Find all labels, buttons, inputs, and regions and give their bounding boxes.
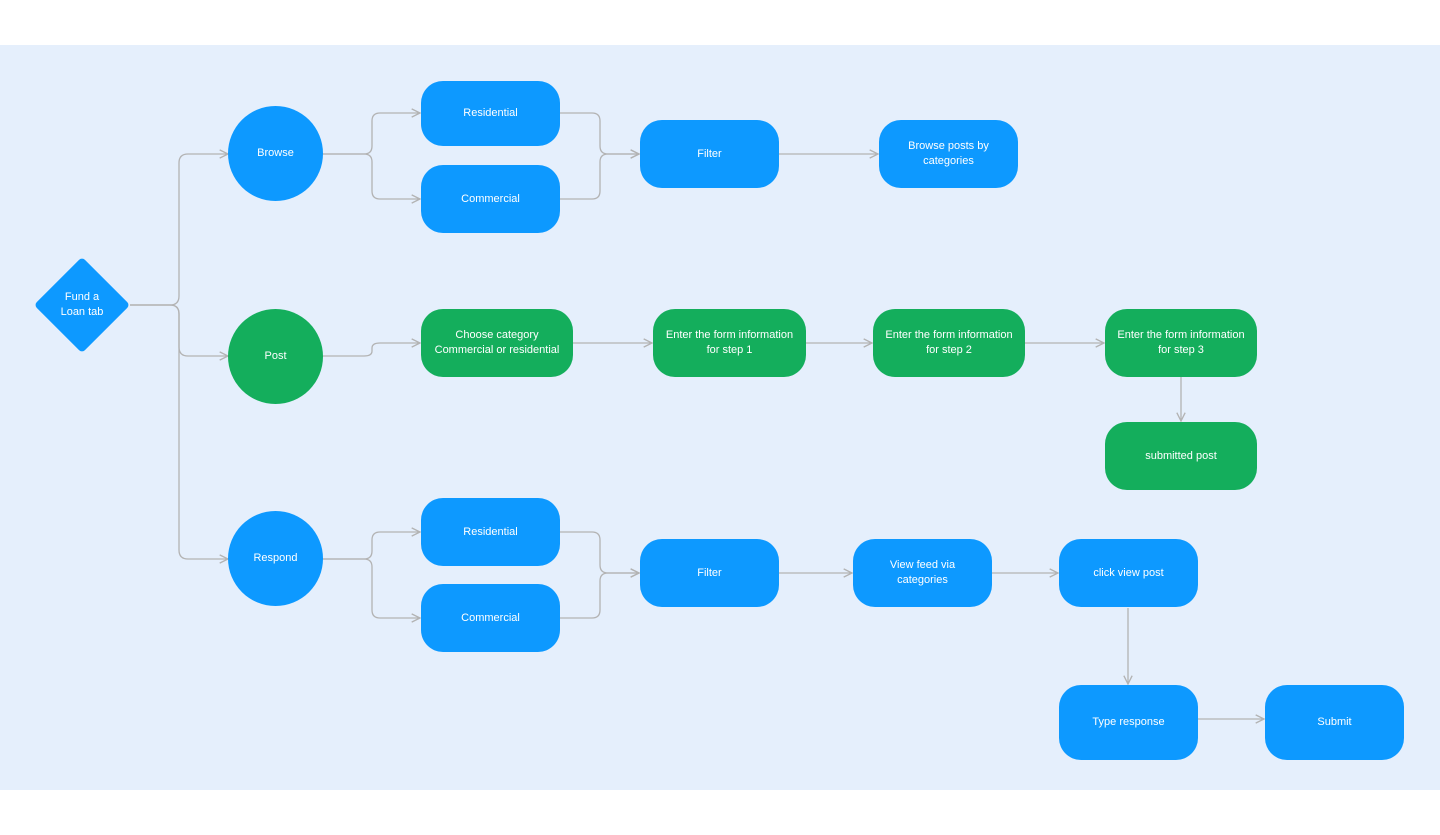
respond-filter-label: Filter bbox=[697, 566, 722, 579]
browse-commercial-label: Commercial bbox=[461, 192, 520, 205]
submitted-post-label: submitted post bbox=[1145, 449, 1217, 462]
connector-post-choose bbox=[322, 343, 420, 357]
respond-residential-node[interactable]: Residential bbox=[421, 498, 560, 566]
connector-respond-commercial bbox=[322, 558, 420, 618]
type-response-node[interactable]: Type response bbox=[1059, 685, 1198, 760]
flow-canvas: Fund a Loan tab Browse Post Respond Resi… bbox=[0, 45, 1440, 790]
respond-label: Respond bbox=[253, 552, 298, 564]
step3-label: Enter the form information for step 3 bbox=[1117, 329, 1245, 356]
connector-commercial-filter-2 bbox=[560, 573, 639, 619]
submit-node[interactable]: Submit bbox=[1265, 685, 1404, 760]
click-view-post-label: click view post bbox=[1093, 566, 1164, 579]
fund-loan-tab-node[interactable]: Fund a Loan tab bbox=[33, 256, 131, 354]
browse-node[interactable]: Browse bbox=[228, 106, 323, 201]
step2-label: Enter the form information for step 2 bbox=[885, 329, 1013, 356]
step1-label: Enter the form information for step 1 bbox=[665, 329, 794, 356]
type-response-label: Type response bbox=[1092, 716, 1165, 728]
respond-commercial-label: Commercial bbox=[461, 611, 520, 624]
respond-residential-label: Residential bbox=[463, 525, 518, 538]
connector-residential-filter bbox=[560, 112, 639, 154]
connector-respond-residential bbox=[322, 532, 420, 560]
connector-fund-browse bbox=[130, 154, 228, 306]
view-feed-node[interactable]: View feed via categories bbox=[853, 539, 992, 607]
submit-label: Submit bbox=[1317, 716, 1352, 728]
browse-residential-node[interactable]: Residential bbox=[421, 81, 560, 146]
step1-node[interactable]: Enter the form information for step 1 bbox=[653, 309, 806, 377]
respond-filter-node[interactable]: Filter bbox=[640, 539, 779, 607]
step2-node[interactable]: Enter the form information for step 2 bbox=[873, 309, 1025, 377]
browse-commercial-node[interactable]: Commercial bbox=[421, 165, 560, 233]
connector-fund-respond bbox=[130, 304, 228, 559]
connector-commercial-filter bbox=[560, 154, 639, 200]
respond-node[interactable]: Respond bbox=[228, 511, 323, 606]
browse-residential-label: Residential bbox=[463, 107, 518, 119]
fund-loan-tab-label: Fund a Loan tab bbox=[60, 291, 104, 318]
post-node[interactable]: Post bbox=[228, 309, 323, 404]
browse-label: Browse bbox=[257, 147, 294, 159]
connector-residential-filter-2 bbox=[560, 531, 639, 573]
respond-commercial-node[interactable]: Commercial bbox=[421, 584, 560, 652]
post-label: Post bbox=[264, 350, 287, 362]
connector-lines bbox=[130, 45, 1440, 790]
choose-category-label: Choose category Commercial or residentia… bbox=[434, 329, 560, 356]
view-feed-label: View feed via categories bbox=[889, 559, 956, 586]
connector-browse-commercial bbox=[322, 153, 420, 199]
step3-node[interactable]: Enter the form information for step 3 bbox=[1105, 309, 1257, 377]
browse-posts-node[interactable]: Browse posts by categories bbox=[879, 120, 1018, 188]
browse-filter-node[interactable]: Filter bbox=[640, 120, 779, 188]
click-view-post-node[interactable]: click view post bbox=[1059, 539, 1198, 607]
browse-posts-label: Browse posts by categories bbox=[908, 140, 989, 167]
choose-category-node[interactable]: Choose category Commercial or residentia… bbox=[421, 309, 573, 377]
submitted-post-node[interactable]: submitted post bbox=[1105, 422, 1257, 490]
connector-browse-residential bbox=[322, 113, 420, 155]
browse-filter-label: Filter bbox=[697, 147, 722, 160]
